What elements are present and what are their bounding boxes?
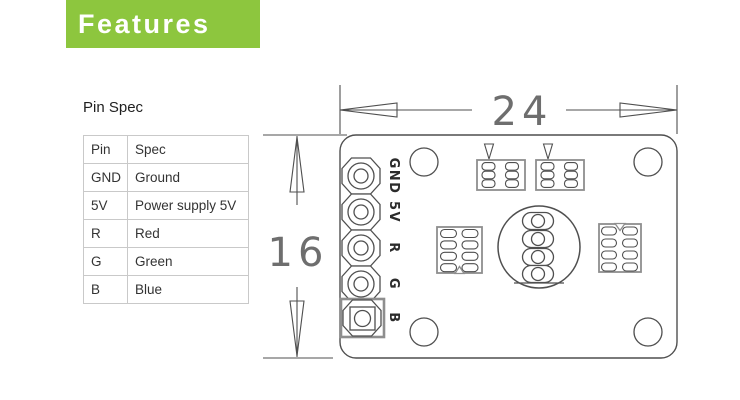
dimension-width-value: 24 bbox=[492, 89, 553, 135]
table-row: R Red bbox=[83, 219, 249, 248]
pin-cell-gnd: GND bbox=[83, 163, 128, 192]
column-header-pin: Pin bbox=[83, 135, 128, 164]
footprint-notch bbox=[613, 222, 627, 232]
spec-cell-gnd: Ground bbox=[127, 163, 249, 192]
pcb-dimension-drawing: 24 16 bbox=[263, 85, 678, 359]
rgb-led bbox=[497, 205, 581, 289]
pin-cell-5v: 5V bbox=[83, 191, 128, 220]
mounting-hole bbox=[409, 147, 439, 177]
pin-label-gnd: GND bbox=[386, 158, 401, 195]
mounting-hole bbox=[409, 317, 439, 347]
resistor-footprint-right bbox=[598, 222, 642, 273]
features-banner: Features bbox=[66, 0, 260, 48]
table-row: G Green bbox=[83, 247, 249, 276]
pointer-arrow-icon bbox=[542, 143, 554, 161]
table-row: 5V Power supply 5V bbox=[83, 191, 249, 220]
table-header-row: Pin Spec bbox=[83, 135, 249, 164]
pin-pad-b bbox=[339, 297, 386, 339]
dimension-width: 24 bbox=[339, 85, 678, 135]
pin-label-b: B bbox=[386, 312, 401, 323]
spec-cell-r: Red bbox=[127, 219, 249, 248]
pin-label-5v: 5V bbox=[386, 201, 401, 223]
mounting-hole bbox=[633, 317, 663, 347]
dimension-height-value: 16 bbox=[268, 230, 329, 276]
arrow-up-icon bbox=[289, 136, 305, 193]
pin-pad-5v bbox=[341, 193, 381, 231]
pin-cell-r: R bbox=[83, 219, 128, 248]
column-header-spec: Spec bbox=[127, 135, 249, 164]
pin-cell-b: B bbox=[83, 275, 128, 304]
pin-header: GND 5V R G B bbox=[339, 157, 401, 339]
pin-pad-gnd bbox=[341, 157, 381, 195]
pin-spec-title: Pin Spec bbox=[83, 99, 144, 116]
pin-label-r: R bbox=[386, 242, 401, 254]
pin-cell-g: G bbox=[83, 247, 128, 276]
spec-cell-5v: Power supply 5V bbox=[127, 191, 249, 220]
footprint-notch bbox=[453, 265, 466, 275]
table-row: B Blue bbox=[83, 275, 249, 304]
resistor-footprint-left bbox=[436, 226, 483, 275]
pin-pad-r bbox=[341, 229, 381, 267]
table-row: GND Ground bbox=[83, 163, 249, 192]
pin-label-g: G bbox=[386, 278, 401, 290]
pointer-arrow-icon bbox=[483, 143, 495, 161]
spec-cell-g: Green bbox=[127, 247, 249, 276]
pin-spec-table: Pin Spec GND Ground 5V Power supply 5V R… bbox=[83, 135, 249, 304]
pin-pad-g bbox=[341, 265, 381, 303]
dimension-height: 16 bbox=[263, 134, 347, 359]
spec-cell-b: Blue bbox=[127, 275, 249, 304]
arrow-left-icon bbox=[339, 102, 398, 118]
resistor-footprint-top-left bbox=[476, 143, 526, 191]
arrow-down-icon bbox=[289, 300, 305, 357]
mounting-hole bbox=[633, 147, 663, 177]
arrow-right-icon bbox=[619, 102, 678, 118]
resistor-footprint-top-right bbox=[535, 143, 585, 191]
